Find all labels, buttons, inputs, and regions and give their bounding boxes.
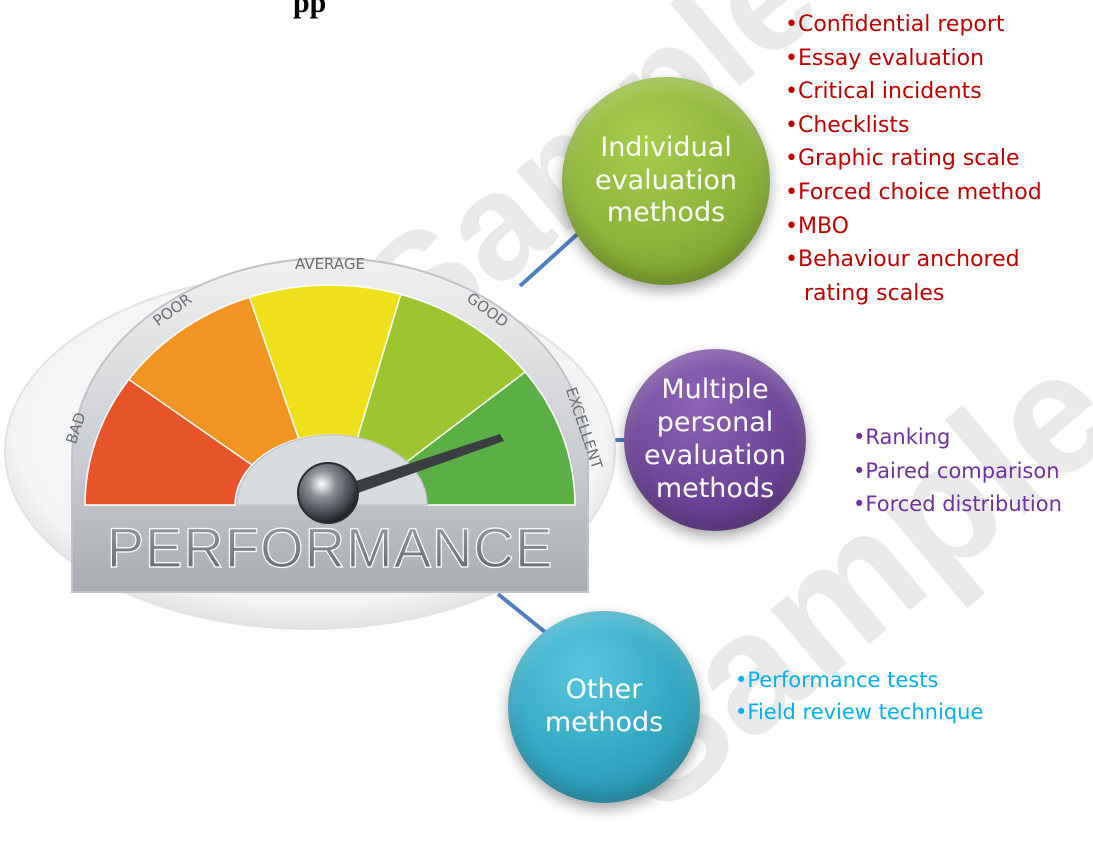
list-item: •Checklists bbox=[785, 112, 910, 138]
gauge-title: PERFORMANCE bbox=[107, 516, 554, 579]
list-item: •Performance tests bbox=[735, 668, 939, 692]
connector-top bbox=[518, 228, 584, 288]
circle-line: methods bbox=[655, 472, 775, 504]
list-item: •Forced distribution bbox=[853, 492, 1062, 516]
circle-line: Multiple bbox=[661, 374, 769, 406]
circle-line: personal bbox=[656, 407, 774, 439]
list-item: •Ranking bbox=[853, 425, 951, 449]
list-item: •MBO bbox=[785, 213, 849, 239]
list-item: •Graphic rating scale bbox=[785, 146, 1020, 172]
gauge-segment-poor bbox=[127, 293, 304, 467]
multiple-methods-list: •Ranking •Paired comparison •Forced dist… bbox=[853, 421, 1062, 522]
list-item-continuation: rating scales bbox=[804, 280, 945, 306]
other-methods-circle: Other methods bbox=[508, 611, 700, 803]
list-item: •Essay evaluation bbox=[785, 45, 985, 71]
circle-line: Individual bbox=[600, 131, 732, 163]
list-item: •Forced choice method bbox=[785, 179, 1042, 205]
list-item: •Confidential report bbox=[785, 12, 1005, 37]
multiple-methods-circle: Multiple personal evaluation methods bbox=[624, 349, 806, 531]
circle-line: Other bbox=[565, 674, 643, 706]
gauge-segment-bad bbox=[84, 370, 256, 506]
circle-line: methods bbox=[606, 197, 726, 229]
heading-fragment: pp bbox=[293, 0, 327, 19]
individual-methods-list: •Confidential report •Essay evaluation •… bbox=[785, 8, 1042, 310]
connector-bottom bbox=[496, 592, 552, 638]
list-item: •Critical incidents bbox=[785, 79, 982, 105]
circle-line: evaluation bbox=[594, 164, 737, 196]
list-item: •Paired comparison bbox=[853, 458, 1060, 483]
list-item: •Behaviour anchored bbox=[785, 247, 1020, 273]
list-item: •Field review technique bbox=[735, 700, 984, 724]
other-methods-list: •Performance tests •Field review techniq… bbox=[735, 664, 983, 728]
circle-line: evaluation bbox=[643, 440, 786, 471]
gauge-hub bbox=[297, 462, 359, 524]
circle-line: methods bbox=[544, 707, 664, 738]
gauge-needle bbox=[322, 434, 504, 503]
gauge-label-average: AVERAGE bbox=[295, 255, 365, 273]
individual-methods-circle: Individual evaluation methods bbox=[562, 77, 770, 285]
